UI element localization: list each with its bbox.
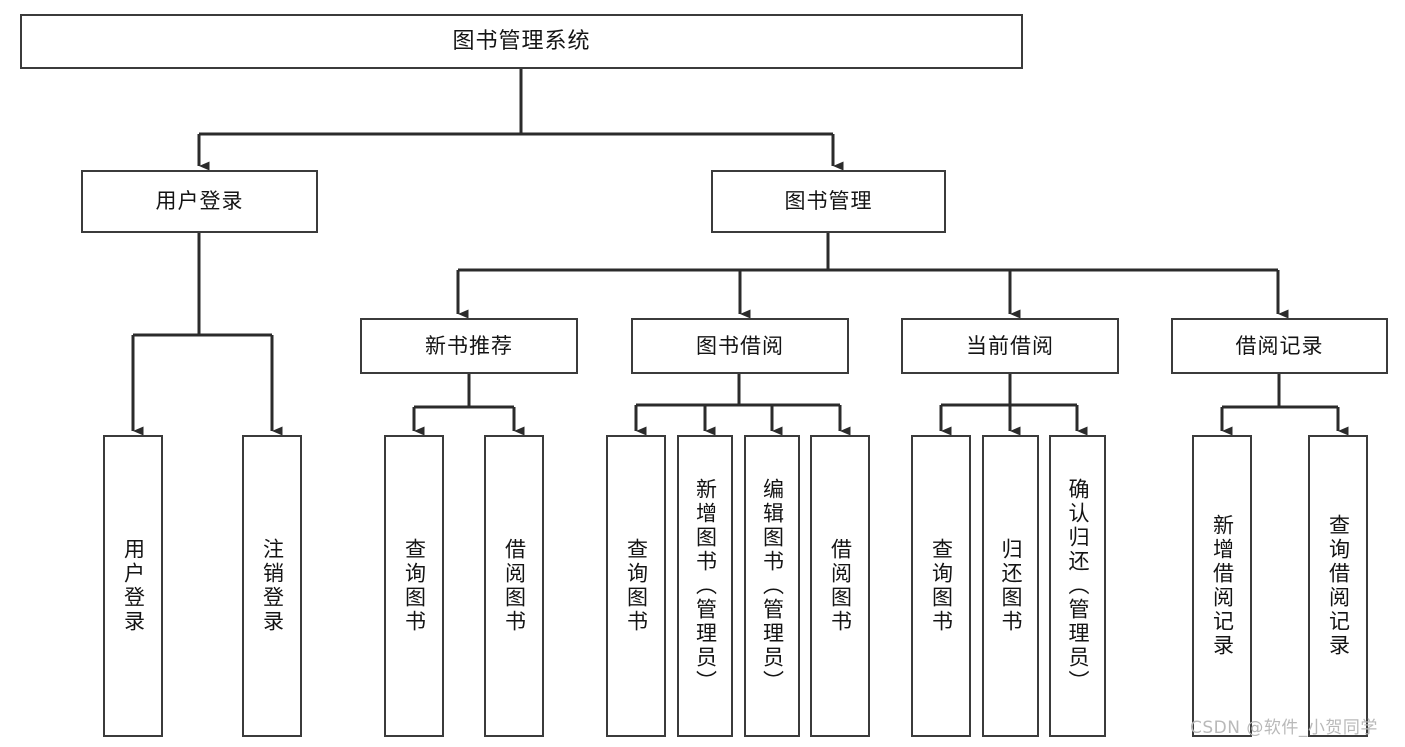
node-borrow-record[interactable]: 借阅记录 [1171, 318, 1388, 374]
node-leaf-query-book-3-label: 查询图书 [929, 538, 954, 634]
node-user-login-label: 用户登录 [155, 189, 244, 214]
node-book-borrow[interactable]: 图书借阅 [631, 318, 849, 374]
node-leaf-query-book-3[interactable]: 查询图书 [911, 435, 971, 737]
node-leaf-user-login[interactable]: 用户登录 [103, 435, 163, 737]
node-current-borrow[interactable]: 当前借阅 [901, 318, 1119, 374]
watermark: CSDN @软件_小贺同学 [1190, 718, 1378, 738]
node-leaf-edit-book[interactable]: 编辑图书（管理员） [744, 435, 800, 737]
node-new-book-recommend-label: 新书推荐 [425, 333, 513, 358]
node-leaf-confirm-return[interactable]: 确认归还（管理员） [1049, 435, 1106, 737]
node-leaf-query-record[interactable]: 查询借阅记录 [1308, 435, 1368, 737]
node-leaf-query-record-label: 查询借阅记录 [1326, 514, 1351, 658]
node-leaf-add-book-label: 新增图书（管理员） [693, 478, 718, 694]
node-leaf-add-book[interactable]: 新增图书（管理员） [677, 435, 733, 737]
node-leaf-query-book-1[interactable]: 查询图书 [384, 435, 444, 737]
node-book-manage-label: 图书管理 [784, 189, 873, 214]
node-leaf-return-book-label: 归还图书 [999, 538, 1024, 634]
node-current-borrow-label: 当前借阅 [966, 333, 1054, 358]
node-leaf-user-login-label: 用户登录 [121, 538, 146, 634]
node-leaf-logout-login[interactable]: 注销登录 [242, 435, 302, 737]
node-leaf-borrow-book-2[interactable]: 借阅图书 [810, 435, 870, 737]
node-user-login[interactable]: 用户登录 [81, 170, 318, 233]
node-borrow-record-label: 借阅记录 [1235, 333, 1324, 358]
node-book-manage[interactable]: 图书管理 [711, 170, 946, 233]
node-leaf-confirm-return-label: 确认归还（管理员） [1066, 478, 1091, 694]
node-leaf-query-book-2-label: 查询图书 [624, 538, 649, 634]
node-leaf-return-book[interactable]: 归还图书 [982, 435, 1039, 737]
node-leaf-add-record[interactable]: 新增借阅记录 [1192, 435, 1252, 737]
node-leaf-borrow-book-2-label: 借阅图书 [828, 538, 853, 634]
node-root[interactable]: 图书管理系统 [20, 14, 1023, 69]
node-leaf-borrow-book-1-label: 借阅图书 [502, 538, 527, 634]
node-new-book-recommend[interactable]: 新书推荐 [360, 318, 578, 374]
node-leaf-add-record-label: 新增借阅记录 [1210, 514, 1235, 658]
node-leaf-edit-book-label: 编辑图书（管理员） [760, 478, 785, 694]
node-leaf-borrow-book-1[interactable]: 借阅图书 [484, 435, 544, 737]
node-leaf-query-book-1-label: 查询图书 [402, 538, 427, 634]
node-root-label: 图书管理系统 [452, 28, 591, 54]
node-leaf-logout-login-label: 注销登录 [260, 538, 285, 634]
node-book-borrow-label: 图书借阅 [696, 333, 784, 358]
node-leaf-query-book-2[interactable]: 查询图书 [606, 435, 666, 737]
